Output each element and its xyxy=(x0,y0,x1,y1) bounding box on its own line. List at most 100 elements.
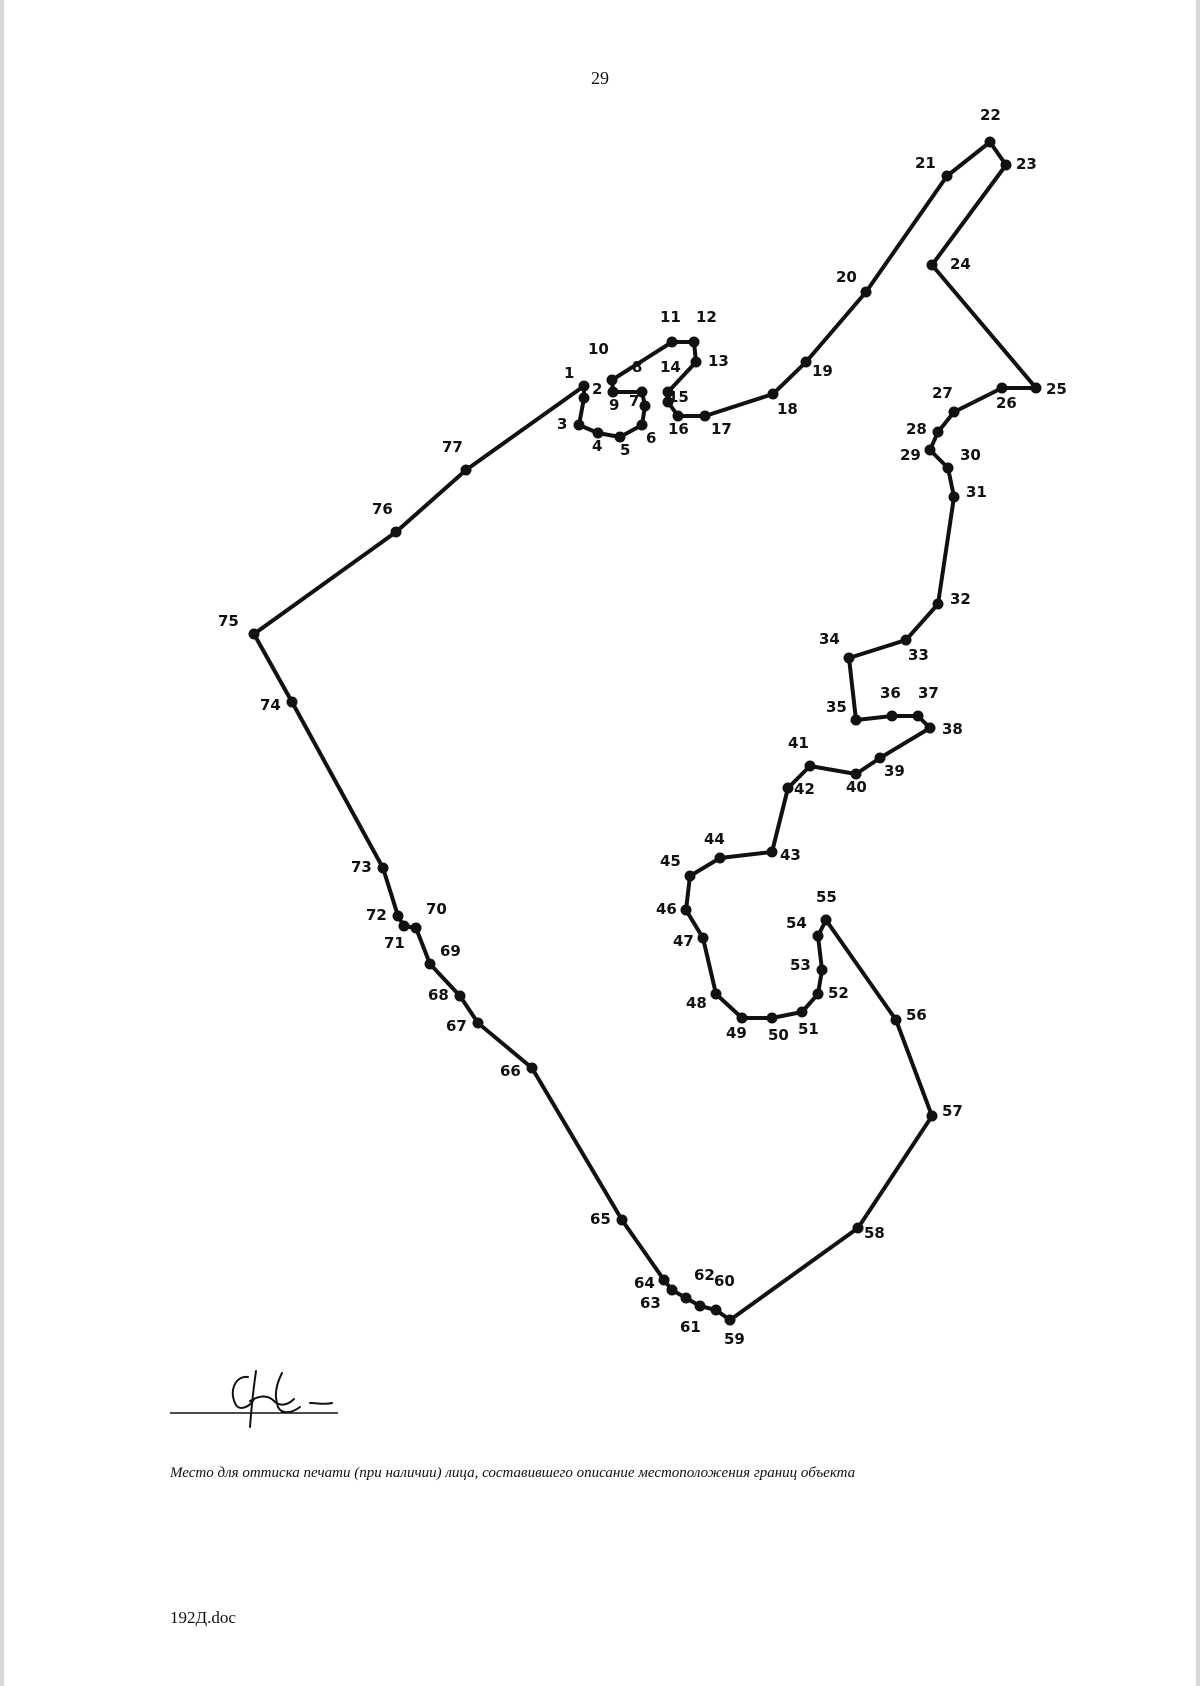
vertex-label-64: 64 xyxy=(634,1274,655,1292)
vertex-point-47 xyxy=(697,932,709,944)
vertex-point-13 xyxy=(690,356,702,368)
vertex-point-74 xyxy=(286,696,298,708)
vertex-point-45 xyxy=(684,870,696,882)
vertex-point-28 xyxy=(932,426,944,438)
vertex-label-1: 1 xyxy=(564,364,574,382)
vertex-label-48: 48 xyxy=(686,994,707,1012)
vertex-label-9: 9 xyxy=(609,396,619,414)
vertex-point-75 xyxy=(248,628,260,640)
scan-edge-right xyxy=(1196,0,1200,1686)
vertex-label-77: 77 xyxy=(442,438,463,456)
vertex-label-5: 5 xyxy=(620,441,630,459)
vertex-point-8 xyxy=(636,386,648,398)
vertex-label-4: 4 xyxy=(592,437,602,455)
vertex-point-30 xyxy=(942,462,954,474)
vertex-label-65: 65 xyxy=(590,1210,611,1228)
vertex-point-7 xyxy=(639,400,651,412)
vertex-label-53: 53 xyxy=(790,956,811,974)
vertex-label-62: 62 xyxy=(694,1266,715,1284)
vertex-label-68: 68 xyxy=(428,986,449,1004)
vertex-point-62 xyxy=(680,1292,692,1304)
vertex-point-32 xyxy=(932,598,944,610)
vertex-point-43 xyxy=(766,846,778,858)
vertex-label-61: 61 xyxy=(680,1318,701,1336)
vertex-label-32: 32 xyxy=(950,590,971,608)
stamp-caption: Место для оттиска печати (при наличии) л… xyxy=(170,1465,856,1481)
vertex-label-74: 74 xyxy=(260,696,281,714)
vertex-label-26: 26 xyxy=(996,394,1017,412)
vertex-label-55: 55 xyxy=(816,888,837,906)
vertex-point-41 xyxy=(804,760,816,772)
vertex-point-10 xyxy=(606,374,618,386)
vertex-point-65 xyxy=(616,1214,628,1226)
vertex-label-25: 25 xyxy=(1046,380,1067,398)
vertex-label-36: 36 xyxy=(880,684,901,702)
vertex-point-54 xyxy=(812,930,824,942)
vertex-point-42 xyxy=(782,782,794,794)
vertex-label-27: 27 xyxy=(932,384,953,402)
vertex-point-69 xyxy=(424,958,436,970)
vertex-label-59: 59 xyxy=(724,1330,745,1348)
vertex-point-9 xyxy=(607,386,619,398)
vertex-label-38: 38 xyxy=(942,720,963,738)
vertex-point-21 xyxy=(941,170,953,182)
vertex-point-55 xyxy=(820,914,832,926)
vertex-label-20: 20 xyxy=(836,268,857,286)
vertex-point-63 xyxy=(666,1284,678,1296)
vertex-point-37 xyxy=(912,710,924,722)
vertex-point-51 xyxy=(796,1006,808,1018)
page-number: 29 xyxy=(591,68,609,88)
vertex-point-1 xyxy=(578,380,590,392)
vertex-label-3: 3 xyxy=(557,415,567,433)
vertex-label-56: 56 xyxy=(906,1006,927,1024)
vertex-label-7: 7 xyxy=(629,392,639,410)
vertex-label-70: 70 xyxy=(426,900,447,918)
vertex-label-17: 17 xyxy=(711,420,732,438)
vertex-label-58: 58 xyxy=(864,1224,885,1242)
vertex-label-75: 75 xyxy=(218,612,239,630)
signature-scribble xyxy=(231,1370,333,1428)
vertex-label-12: 12 xyxy=(696,308,717,326)
vertex-label-67: 67 xyxy=(446,1017,467,1035)
vertex-label-24: 24 xyxy=(950,255,971,273)
vertex-point-5 xyxy=(614,431,626,443)
vertex-point-66 xyxy=(526,1062,538,1074)
vertex-label-73: 73 xyxy=(351,858,372,876)
vertex-point-68 xyxy=(454,990,466,1002)
vertex-label-51: 51 xyxy=(798,1020,819,1038)
vertex-point-2 xyxy=(578,392,590,404)
vertex-label-39: 39 xyxy=(884,762,905,780)
vertex-label-40: 40 xyxy=(846,778,867,796)
vertex-label-66: 66 xyxy=(500,1062,521,1080)
vertex-point-18 xyxy=(767,388,779,400)
vertex-label-2: 2 xyxy=(592,380,602,398)
vertex-point-57 xyxy=(926,1110,938,1122)
vertex-label-42: 42 xyxy=(794,780,815,798)
vertex-label-33: 33 xyxy=(908,646,929,664)
vertex-point-14 xyxy=(662,386,674,398)
vertex-point-64 xyxy=(658,1274,670,1286)
vertex-label-15: 15 xyxy=(668,388,689,406)
vertex-point-29 xyxy=(924,444,936,456)
vertex-label-13: 13 xyxy=(708,352,729,370)
vertex-point-44 xyxy=(714,852,726,864)
vertex-point-31 xyxy=(948,491,960,503)
vertex-label-44: 44 xyxy=(704,830,725,848)
vertex-label-28: 28 xyxy=(906,420,927,438)
vertex-label-22: 22 xyxy=(980,106,1001,124)
vertex-label-63: 63 xyxy=(640,1294,661,1312)
vertex-label-52: 52 xyxy=(828,984,849,1002)
footer-filename: 192Д.doc xyxy=(170,1608,236,1627)
vertex-label-49: 49 xyxy=(726,1024,747,1042)
vertex-label-54: 54 xyxy=(786,914,807,932)
vertex-point-46 xyxy=(680,904,692,916)
vertex-point-25 xyxy=(1030,382,1042,394)
vertex-point-59 xyxy=(724,1314,736,1326)
vertex-point-3 xyxy=(573,419,585,431)
vertex-point-12 xyxy=(688,336,700,348)
vertex-point-40 xyxy=(850,768,862,780)
vertex-label-10: 10 xyxy=(588,340,609,358)
vertex-label-46: 46 xyxy=(656,900,677,918)
boundary-line xyxy=(252,140,1038,1322)
